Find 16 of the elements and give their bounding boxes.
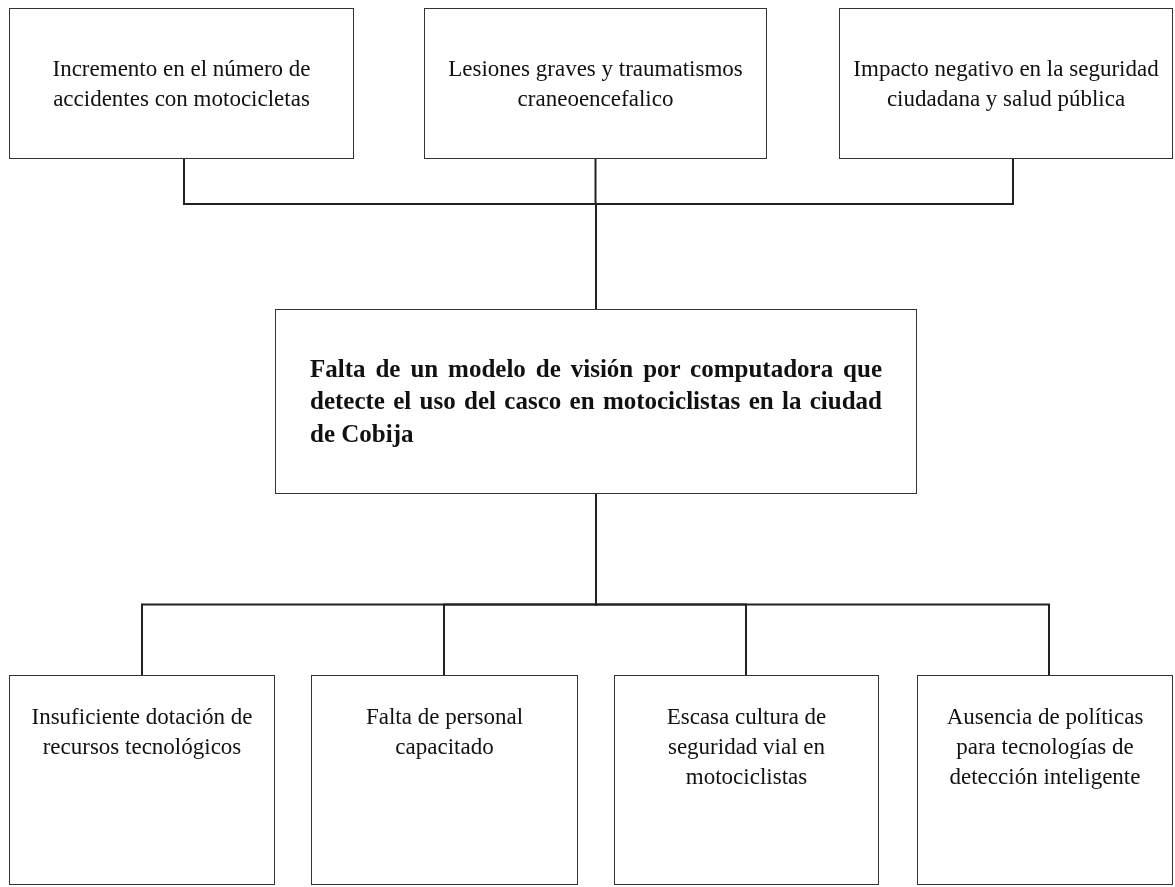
box-text: Falta de personal capacitado: [364, 703, 525, 761]
text-box: [9, 675, 275, 885]
box-text: Incremento en el número de accidentes con motocicletas: [51, 54, 312, 113]
text-box: [614, 675, 879, 885]
text-box: [839, 8, 1173, 159]
box-text: Falta de un modelo de visión por computadora que detecte el uso del casco en motociclistas en la ciudad de Cobija: [310, 353, 882, 449]
text-box: [311, 675, 578, 885]
text-box: [424, 8, 767, 159]
text-box: [275, 309, 917, 494]
box-text: Escasa cultura de seguridad vial en motociclistas: [665, 703, 828, 791]
box-text: Insuficiente dotación de recursos tecnológicos: [30, 703, 254, 761]
text-box: [9, 8, 354, 159]
text-box: [917, 675, 1173, 885]
box-text: Impacto negativo en la seguridad ciudadana y salud pública: [852, 54, 1160, 113]
box-text: Ausencia de políticas para tecnologías de detección inteligente: [945, 703, 1145, 791]
box-text: Lesiones graves y traumatismos craneoencefalico: [447, 54, 744, 113]
